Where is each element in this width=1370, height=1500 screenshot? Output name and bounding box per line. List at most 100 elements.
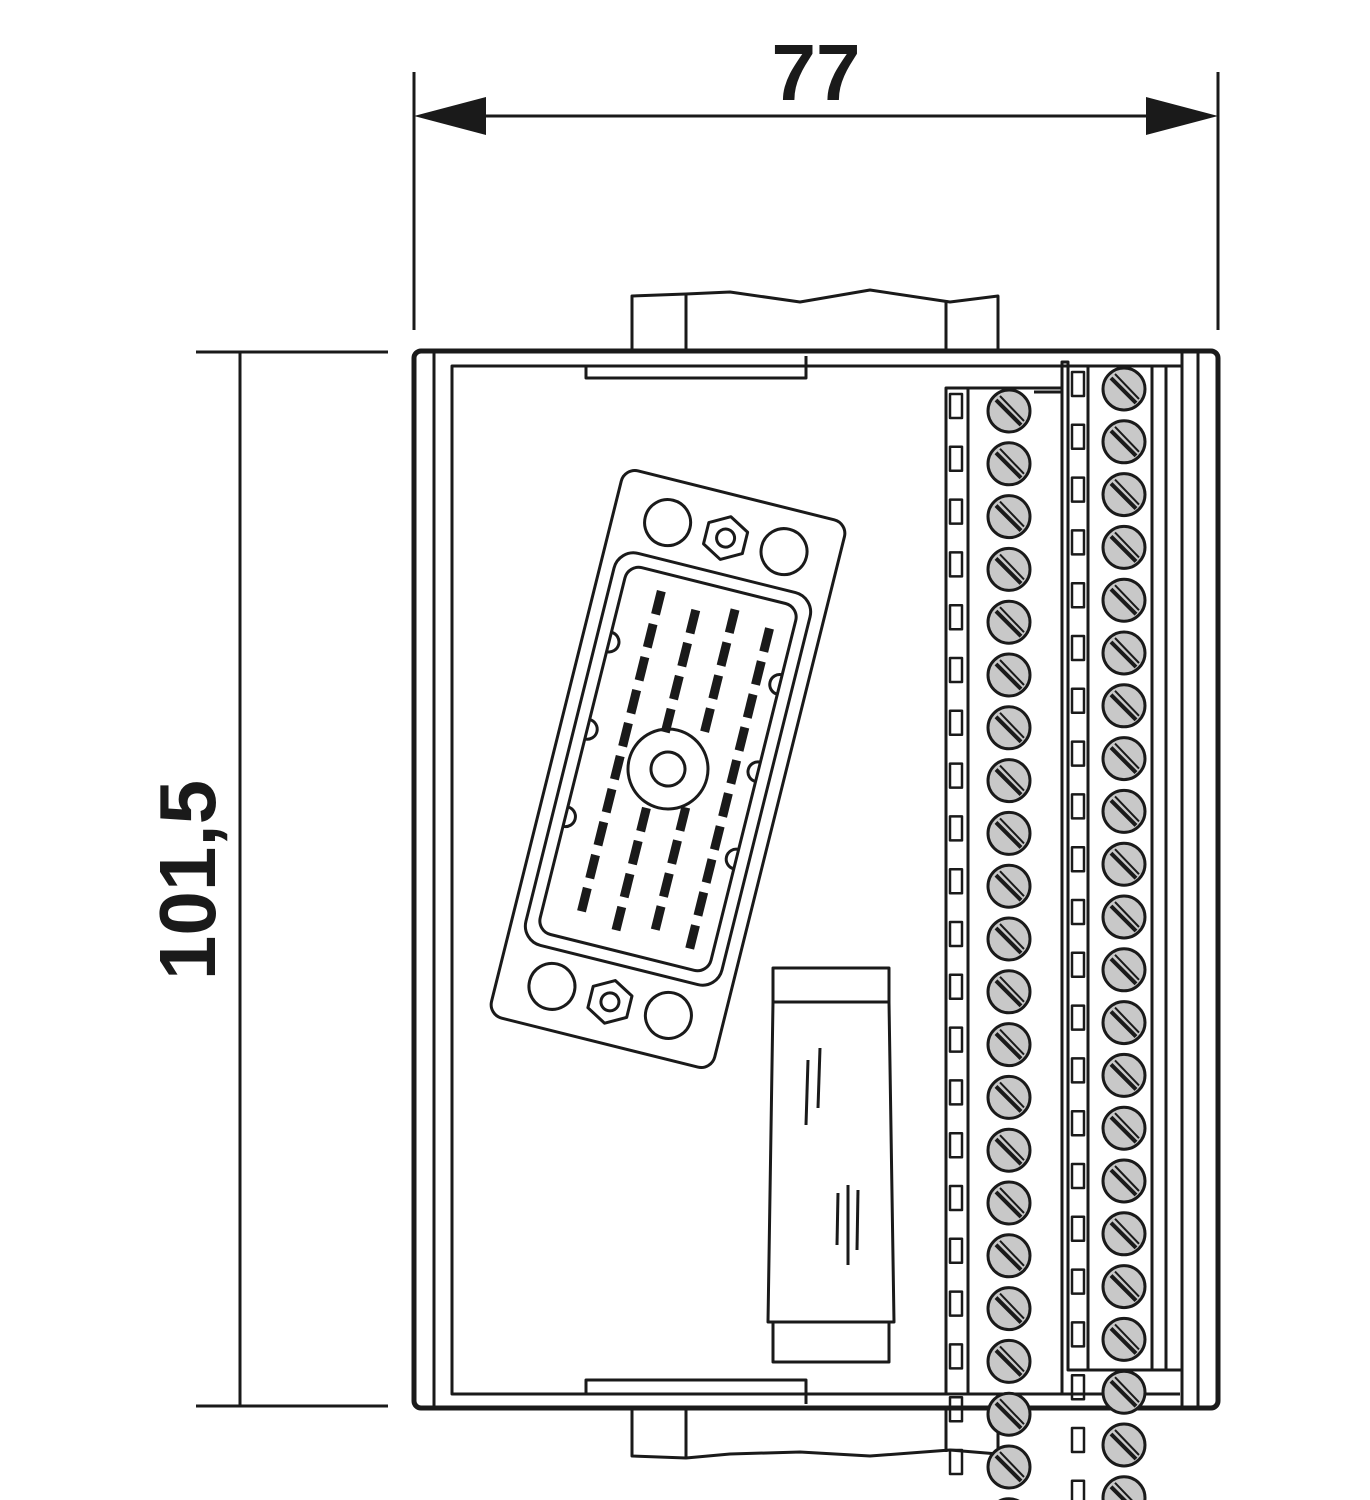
terminal-slot bbox=[1070, 370, 1086, 398]
width-arrow-right bbox=[1146, 97, 1218, 135]
terminal-slot bbox=[948, 656, 964, 684]
connector-pin bbox=[610, 754, 625, 781]
screw-slot bbox=[994, 1084, 1023, 1113]
terminal-screw-icon[interactable] bbox=[1101, 1475, 1147, 1500]
connector-pin bbox=[611, 905, 627, 932]
connector-pin bbox=[734, 726, 750, 752]
screw-slot bbox=[1114, 426, 1140, 453]
terminal-slot bbox=[1070, 845, 1086, 873]
screw-slot bbox=[1109, 1379, 1138, 1408]
screw-slot bbox=[994, 979, 1023, 1008]
connector-insert bbox=[538, 565, 798, 973]
terminal-slot bbox=[948, 867, 964, 895]
connector-pin bbox=[577, 886, 592, 913]
terminal-slot bbox=[948, 498, 964, 525]
terminal-slot bbox=[948, 1290, 964, 1317]
connector-pin bbox=[693, 891, 709, 917]
connector-pin bbox=[685, 608, 701, 635]
terminal-slot bbox=[948, 920, 964, 948]
screw-slot bbox=[994, 715, 1023, 744]
screw-slot bbox=[1114, 1112, 1140, 1139]
connector-pin bbox=[700, 707, 715, 733]
connector-pin bbox=[759, 627, 774, 653]
fuse-cap bbox=[771, 966, 891, 1004]
connector-pin bbox=[651, 590, 666, 616]
screw-slot bbox=[1109, 376, 1138, 405]
terminal-slot bbox=[1070, 898, 1086, 926]
screw-slot bbox=[1109, 1221, 1138, 1250]
terminal-slot bbox=[1070, 687, 1086, 715]
terminal-slot bbox=[1070, 476, 1086, 503]
connector-pins bbox=[577, 590, 774, 950]
screw-slot bbox=[994, 873, 1023, 902]
screw-slot bbox=[1114, 1429, 1140, 1456]
connector-pin bbox=[659, 872, 674, 898]
screw-slot bbox=[994, 1190, 1023, 1219]
screw-slot bbox=[999, 1451, 1025, 1478]
terminal-slot bbox=[948, 1079, 964, 1106]
terminal-slot bbox=[1070, 1004, 1086, 1031]
screw-slot bbox=[999, 976, 1025, 1003]
connector-pin bbox=[742, 693, 758, 719]
screw-slot bbox=[999, 448, 1025, 475]
screw-slot bbox=[1109, 640, 1138, 669]
screw-slot bbox=[999, 1240, 1025, 1267]
screw-slot bbox=[1114, 1218, 1140, 1245]
connector-pin bbox=[619, 872, 635, 899]
terminal-slot bbox=[1070, 1162, 1086, 1190]
terminal-slot bbox=[1070, 1268, 1086, 1295]
terminal-slot bbox=[1070, 793, 1086, 820]
screw-slot bbox=[999, 870, 1025, 897]
fuse-base bbox=[771, 1320, 891, 1364]
terminal-slot bbox=[1070, 634, 1086, 662]
connector-pin bbox=[710, 825, 725, 851]
multipin-connector bbox=[489, 469, 847, 1069]
screw-slot bbox=[1114, 1270, 1140, 1298]
terminal-slot bbox=[948, 762, 964, 789]
terminal-slot bbox=[948, 1184, 964, 1212]
connector-pin bbox=[718, 792, 733, 818]
hex-nut-icon bbox=[702, 515, 750, 561]
screw-slot bbox=[1114, 848, 1140, 875]
terminal-slot bbox=[948, 1395, 964, 1423]
screw-slot bbox=[999, 712, 1025, 739]
screw-slot bbox=[994, 398, 1023, 427]
fuse-body bbox=[766, 1000, 896, 1324]
mounting-hole-icon bbox=[643, 990, 693, 1040]
screw-slot bbox=[1109, 534, 1138, 563]
rail-clip-top bbox=[630, 288, 1000, 350]
connector-pin bbox=[685, 924, 700, 950]
screw-slot bbox=[1109, 1274, 1138, 1303]
screw-slot bbox=[994, 1454, 1023, 1483]
connector-pin bbox=[726, 759, 741, 785]
terminal-slot bbox=[1070, 1057, 1086, 1084]
hex-nut-icon bbox=[586, 979, 634, 1025]
terminal-slot bbox=[1070, 1109, 1086, 1137]
connector-body bbox=[523, 551, 813, 987]
screw-slot bbox=[1109, 798, 1138, 827]
connector-pin bbox=[628, 839, 643, 866]
screw-slot bbox=[994, 1137, 1023, 1166]
terminal-slot bbox=[948, 973, 964, 1001]
screw-slot bbox=[994, 820, 1023, 849]
housing bbox=[411, 348, 1221, 1411]
screw-slot bbox=[994, 1032, 1023, 1061]
inner-panel bbox=[450, 364, 1180, 1396]
screw-slot bbox=[999, 659, 1025, 686]
screw-slot bbox=[1109, 1168, 1138, 1197]
screw-slot bbox=[1109, 851, 1138, 880]
screw-slot bbox=[1109, 1062, 1138, 1091]
screw-slot bbox=[1114, 1323, 1140, 1351]
screw-slot bbox=[999, 1081, 1025, 1109]
connector-pin bbox=[701, 858, 717, 884]
width-arrow-left bbox=[414, 97, 486, 135]
connector-pin bbox=[626, 688, 642, 715]
terminal-slot bbox=[1070, 740, 1086, 767]
screw-slot bbox=[999, 606, 1025, 633]
screw-slot bbox=[1109, 1010, 1138, 1039]
screw-slot bbox=[1114, 795, 1140, 823]
connector-pin bbox=[650, 905, 666, 931]
width-label: 77 bbox=[772, 28, 861, 117]
terminal-slot bbox=[1070, 1479, 1086, 1500]
